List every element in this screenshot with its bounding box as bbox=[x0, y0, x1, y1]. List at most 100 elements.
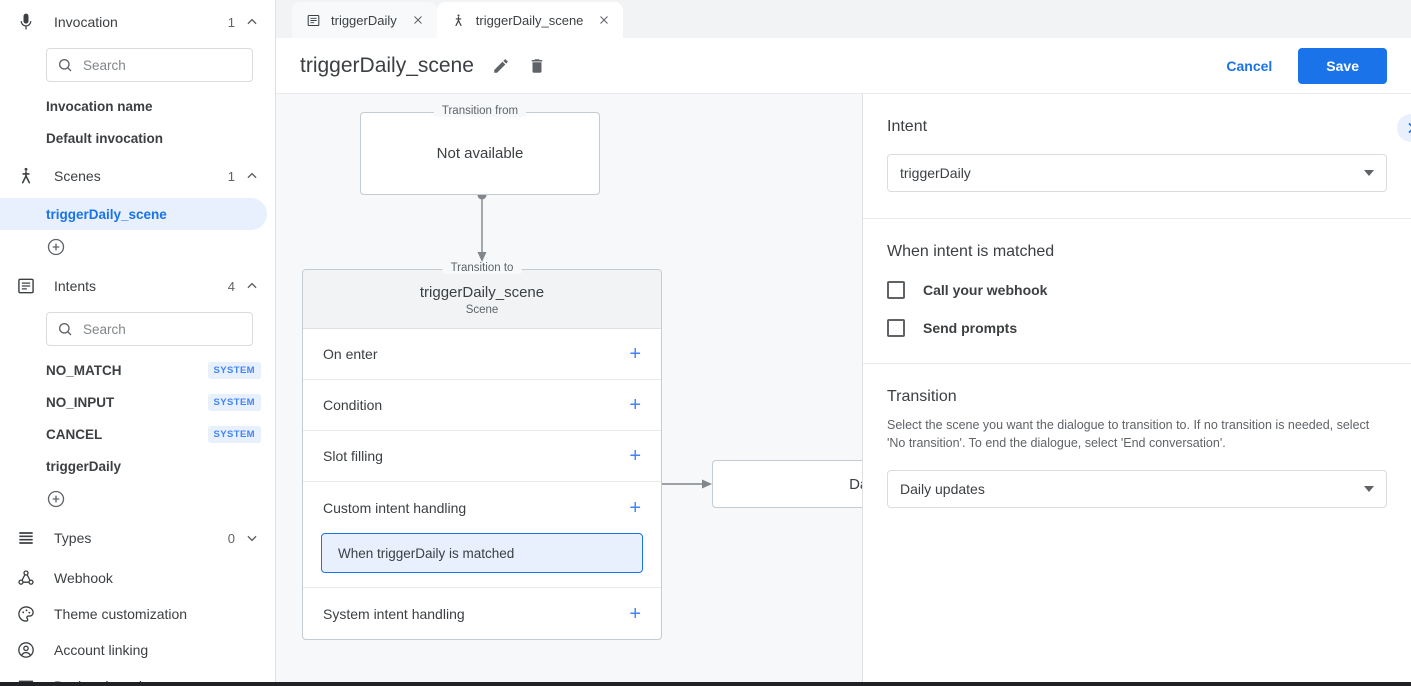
properties-panel: Intent triggerDaily When intent is match… bbox=[862, 94, 1411, 686]
add-on-enter-icon[interactable]: + bbox=[629, 343, 641, 365]
scenes-icon bbox=[14, 164, 38, 188]
sidebar-group-types[interactable]: Types 0 bbox=[0, 516, 275, 560]
bottom-bar bbox=[0, 682, 1411, 686]
sidebar-group-intents[interactable]: Intents 4 bbox=[0, 264, 275, 308]
intent-select-value: triggerDaily bbox=[900, 165, 971, 181]
add-custom-intent-icon[interactable]: + bbox=[629, 496, 641, 519]
tab-bar: triggerDaily triggerDaily_scene bbox=[276, 0, 1411, 38]
send-prompts-checkbox-row[interactable]: Send prompts bbox=[887, 319, 1387, 337]
sidebar-item-cancel[interactable]: CANCEL SYSTEM bbox=[0, 418, 275, 450]
scene-row-on-enter[interactable]: On enter + bbox=[303, 329, 661, 380]
intent-section: Intent triggerDaily bbox=[863, 94, 1411, 219]
intent-handler-chip[interactable]: When triggerDaily is matched bbox=[321, 533, 643, 573]
intent-icon bbox=[306, 13, 321, 28]
sidebar-item-label: triggerDaily bbox=[46, 458, 122, 474]
sidebar-item-invocation-name[interactable]: Invocation name bbox=[0, 90, 275, 122]
sidebar-group-label: Intents bbox=[54, 278, 97, 294]
sidebar-item-triggerdaily[interactable]: triggerDaily bbox=[0, 450, 275, 482]
plus-circle-icon bbox=[46, 237, 66, 257]
intent-section-title: Intent bbox=[887, 118, 928, 135]
sidebar-item-label: Theme customization bbox=[54, 606, 188, 622]
trash-icon[interactable] bbox=[528, 57, 546, 75]
scene-row-slot-filling[interactable]: Slot filling + bbox=[303, 431, 661, 482]
invocation-search-box[interactable] bbox=[46, 48, 253, 82]
add-system-intent-icon[interactable]: + bbox=[629, 602, 641, 625]
chevron-up-icon[interactable] bbox=[245, 169, 259, 183]
tab-label: triggerDaily bbox=[331, 12, 397, 28]
transition-target-node[interactable]: Tr Dail bbox=[712, 460, 862, 508]
sidebar-item-triggerdaily-scene[interactable]: triggerDaily_scene bbox=[0, 198, 267, 230]
sidebar-item-label: Default invocation bbox=[46, 130, 164, 146]
chevron-up-icon[interactable] bbox=[245, 279, 259, 293]
chevron-up-icon[interactable] bbox=[245, 15, 259, 29]
sidebar-item-theme-customization[interactable]: Theme customization bbox=[0, 596, 275, 632]
scene-row-label: On enter bbox=[323, 346, 378, 362]
pencil-icon[interactable] bbox=[492, 57, 510, 75]
add-intent-button[interactable] bbox=[0, 482, 275, 516]
checkbox-unchecked-icon[interactable] bbox=[887, 319, 905, 337]
account-icon bbox=[14, 638, 38, 662]
sidebar-group-invocation[interactable]: Invocation 1 bbox=[0, 0, 275, 44]
sidebar-item-label: CANCEL bbox=[46, 426, 103, 442]
palette-icon bbox=[14, 602, 38, 626]
scene-icon bbox=[451, 13, 466, 28]
send-prompts-label: Send prompts bbox=[923, 320, 1018, 336]
transition-select[interactable]: Daily updates bbox=[887, 470, 1387, 509]
transition-from-node[interactable]: Transition from Not available bbox=[360, 105, 600, 195]
add-scene-button[interactable] bbox=[0, 230, 275, 264]
sidebar-item-label: NO_MATCH bbox=[46, 362, 122, 378]
close-icon[interactable] bbox=[597, 13, 611, 27]
checkbox-unchecked-icon[interactable] bbox=[887, 281, 905, 299]
sidebar-item-default-invocation[interactable]: Default invocation bbox=[0, 122, 275, 154]
close-icon[interactable] bbox=[411, 13, 425, 27]
scene-row-system-intent-handling[interactable]: System intent handling + bbox=[303, 588, 661, 639]
scene-row-label: Condition bbox=[323, 397, 383, 413]
intents-search-box[interactable] bbox=[46, 312, 253, 346]
sidebar-item-no-match[interactable]: NO_MATCH SYSTEM bbox=[0, 354, 275, 386]
save-button[interactable]: Save bbox=[1298, 47, 1387, 84]
scene-node-header[interactable]: triggerDaily_scene Scene bbox=[303, 270, 661, 329]
intents-icon bbox=[14, 274, 38, 298]
tab-triggerdaily[interactable]: triggerDaily bbox=[292, 2, 437, 38]
scene-row-label: System intent handling bbox=[323, 605, 465, 622]
add-slot-filling-icon[interactable]: + bbox=[629, 445, 641, 467]
transition-to-node: Transition to triggerDaily_scene Scene O… bbox=[302, 262, 662, 640]
search-icon bbox=[57, 57, 73, 73]
sidebar-group-label: Invocation bbox=[54, 14, 118, 30]
invocation-search-input[interactable] bbox=[83, 57, 242, 73]
sidebar-item-webhook[interactable]: Webhook bbox=[0, 560, 275, 596]
chevron-down-icon bbox=[1364, 170, 1374, 176]
chevron-down-icon[interactable] bbox=[245, 531, 259, 545]
microphone-icon bbox=[14, 10, 38, 34]
intent-select[interactable]: triggerDaily bbox=[887, 154, 1387, 192]
call-webhook-checkbox-row[interactable]: Call your webhook bbox=[887, 281, 1387, 299]
when-intent-matched-section: When intent is matched Call your webhook… bbox=[863, 219, 1411, 364]
status-badge: SYSTEM bbox=[207, 425, 261, 443]
sidebar-group-scenes[interactable]: Scenes 1 bbox=[0, 154, 275, 198]
node-legend: Transition to bbox=[442, 262, 522, 274]
cancel-button[interactable]: Cancel bbox=[1212, 50, 1286, 82]
chevron-down-icon bbox=[1364, 486, 1374, 493]
add-condition-icon[interactable]: + bbox=[629, 394, 641, 416]
scene-graph-canvas[interactable]: Transition from Not available Transition… bbox=[276, 94, 862, 686]
editor-split: Transition from Not available Transition… bbox=[276, 94, 1411, 686]
page-title: triggerDaily_scene bbox=[300, 53, 474, 77]
search-icon bbox=[57, 321, 73, 337]
scene-block-custom-intent-handling: Custom intent handling + When triggerDai… bbox=[303, 482, 661, 588]
tab-triggerdaily-scene[interactable]: triggerDaily_scene bbox=[436, 2, 624, 38]
transition-section-title: Transition bbox=[887, 388, 957, 405]
status-badge: SYSTEM bbox=[207, 361, 261, 379]
sidebar-group-count: 0 bbox=[227, 530, 235, 546]
sidebar-item-label: triggerDaily_scene bbox=[46, 206, 167, 222]
intents-search-input[interactable] bbox=[83, 321, 242, 337]
sidebar-item-account-linking[interactable]: Account linking bbox=[0, 632, 275, 668]
types-icon bbox=[14, 526, 38, 550]
intent-handler-label: When triggerDaily is matched bbox=[338, 545, 515, 561]
scene-row-custom-intent-handling[interactable]: Custom intent handling + bbox=[303, 482, 661, 533]
sidebar-group-label: Types bbox=[54, 530, 92, 546]
scene-row-condition[interactable]: Condition + bbox=[303, 380, 661, 431]
sidebar-item-label: Webhook bbox=[54, 570, 113, 586]
sidebar-item-no-input[interactable]: NO_INPUT SYSTEM bbox=[0, 386, 275, 418]
scene-row-label: Custom intent handling bbox=[323, 499, 467, 516]
